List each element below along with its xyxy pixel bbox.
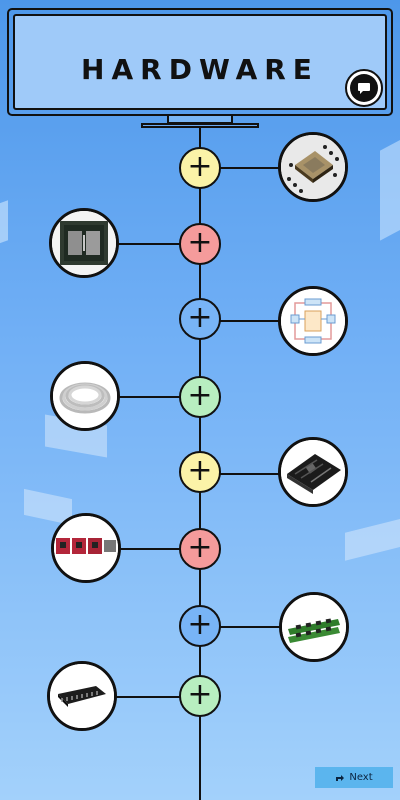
expand-node-button[interactable]: + bbox=[179, 528, 221, 570]
ic-chip-thumbnail[interactable] bbox=[47, 661, 117, 731]
expand-node-button[interactable]: + bbox=[179, 376, 221, 418]
cable-coil-icon bbox=[53, 364, 117, 428]
chat-icon bbox=[350, 74, 378, 102]
chat-button[interactable] bbox=[345, 69, 383, 107]
forward-arrow-icon bbox=[336, 775, 345, 781]
background-shape bbox=[380, 129, 400, 241]
expand-node-button[interactable]: + bbox=[179, 147, 221, 189]
plus-icon: + bbox=[187, 299, 213, 335]
expand-node-button[interactable]: + bbox=[179, 223, 221, 265]
ic-chip-icon bbox=[50, 664, 114, 728]
connector-line bbox=[200, 473, 280, 475]
processor-die-icon bbox=[52, 211, 116, 275]
plus-icon: + bbox=[187, 676, 213, 712]
cpu-chip-thumbnail[interactable] bbox=[278, 132, 348, 202]
connector-line bbox=[200, 626, 280, 628]
expand-node-button[interactable]: + bbox=[179, 675, 221, 717]
expand-node-button[interactable]: + bbox=[179, 298, 221, 340]
plus-icon: + bbox=[187, 377, 213, 413]
plus-icon: + bbox=[187, 452, 213, 488]
circuit-boards-thumbnail[interactable] bbox=[51, 513, 121, 583]
block-diagram-thumbnail[interactable] bbox=[278, 286, 348, 356]
block-diagram-icon bbox=[281, 289, 345, 353]
cable-coil-thumbnail[interactable] bbox=[50, 361, 120, 431]
motherboard-icon bbox=[281, 440, 345, 504]
connector-line bbox=[200, 167, 280, 169]
plus-icon: + bbox=[187, 224, 213, 260]
expand-node-button[interactable]: + bbox=[179, 605, 221, 647]
background-shape bbox=[0, 200, 8, 250]
connector-line bbox=[118, 243, 200, 245]
motherboard-thumbnail[interactable] bbox=[278, 437, 348, 507]
background-shape bbox=[345, 515, 400, 561]
plus-icon: + bbox=[187, 529, 213, 565]
connector-line bbox=[118, 548, 200, 550]
plus-icon: + bbox=[187, 606, 213, 642]
ram-sticks-thumbnail[interactable] bbox=[279, 592, 349, 662]
page-title: HARDWARE bbox=[81, 52, 319, 86]
plus-icon: + bbox=[187, 148, 213, 184]
monitor-screen: HARDWARE bbox=[13, 14, 387, 110]
connector-line bbox=[116, 696, 200, 698]
circuit-boards-icon bbox=[54, 516, 118, 580]
ram-sticks-icon bbox=[282, 595, 346, 659]
processor-die-thumbnail[interactable] bbox=[49, 208, 119, 278]
next-button-label: Next bbox=[349, 772, 373, 783]
expand-node-button[interactable]: + bbox=[179, 451, 221, 493]
connector-line bbox=[118, 396, 200, 398]
cpu-chip-icon bbox=[281, 135, 345, 199]
monitor-header: HARDWARE bbox=[7, 8, 393, 116]
connector-line bbox=[200, 320, 280, 322]
next-button[interactable]: Next bbox=[315, 767, 393, 788]
